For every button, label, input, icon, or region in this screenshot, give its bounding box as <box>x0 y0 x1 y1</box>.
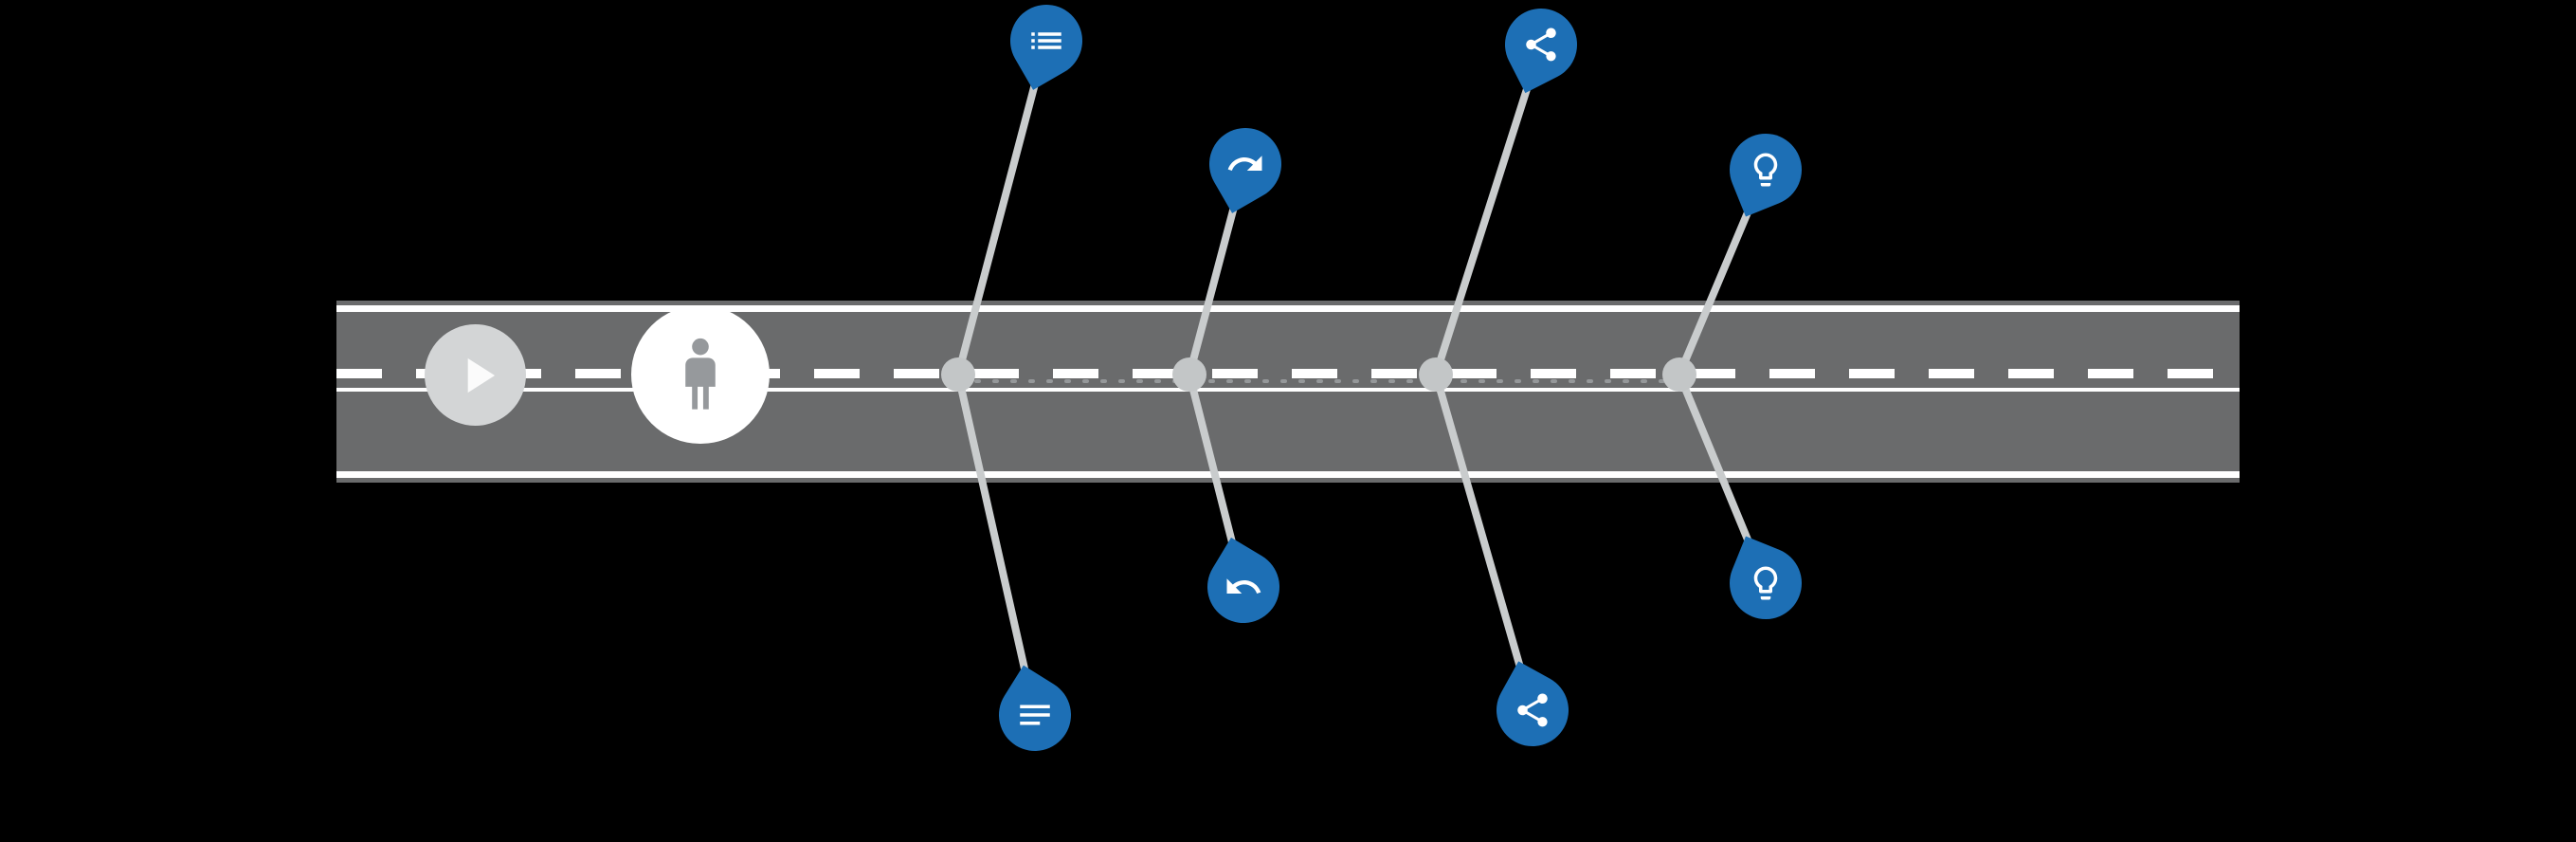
pin-body <box>1193 537 1294 637</box>
pin-body <box>1492 0 1590 94</box>
milestone-dot-3[interactable] <box>1419 357 1453 392</box>
lightbulb-icon <box>1746 563 1786 603</box>
milestone-dot-1[interactable] <box>941 357 975 392</box>
milestone-dot-4[interactable] <box>1662 357 1696 392</box>
pin-milestone-1-bottom[interactable] <box>985 665 1085 765</box>
pin-milestone-4-bottom[interactable] <box>1718 536 1813 631</box>
road-center-dashed-line <box>336 369 2240 378</box>
share-icon <box>1513 690 1552 730</box>
checklist-icon <box>1026 21 1066 61</box>
pin-milestone-3-top[interactable] <box>1492 0 1590 94</box>
pin-body <box>1718 536 1813 631</box>
play-icon <box>467 357 495 393</box>
share-icon <box>1521 25 1561 64</box>
road <box>336 301 2240 483</box>
pin-body <box>1718 122 1813 217</box>
notes-icon <box>1015 695 1055 735</box>
road-edge-line-bottom <box>336 471 2240 478</box>
road-center-solid-line <box>336 388 2240 392</box>
redo-arrow-icon <box>1225 144 1265 184</box>
pin-body <box>997 0 1096 90</box>
road-edge-line-top <box>336 305 2240 312</box>
pin-body <box>1483 661 1582 760</box>
pin-milestone-4-top[interactable] <box>1718 122 1813 217</box>
play-button[interactable] <box>425 324 526 426</box>
pin-milestone-2-bottom[interactable] <box>1193 537 1294 637</box>
milestone-dot-2[interactable] <box>1172 357 1206 392</box>
pin-milestone-2-top[interactable] <box>1196 115 1295 213</box>
person-icon <box>685 338 716 410</box>
pin-milestone-1-top[interactable] <box>997 0 1096 90</box>
lightbulb-icon <box>1746 150 1786 190</box>
pin-body <box>1196 115 1295 213</box>
person-marker[interactable] <box>631 305 770 444</box>
pin-milestone-3-bottom[interactable] <box>1483 661 1582 760</box>
undo-arrow-icon <box>1224 567 1263 607</box>
pin-body <box>985 665 1085 765</box>
